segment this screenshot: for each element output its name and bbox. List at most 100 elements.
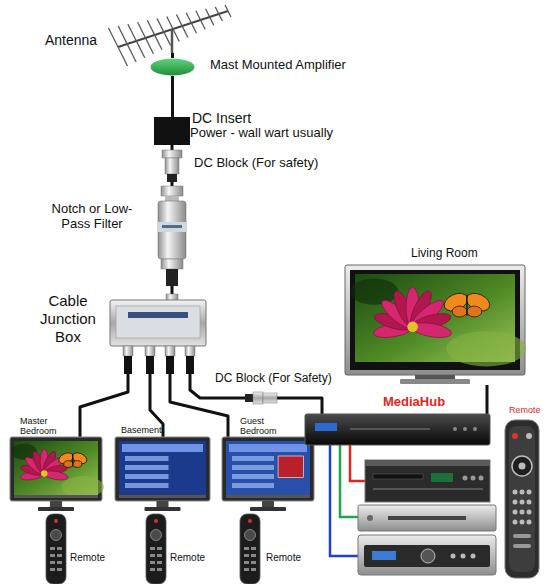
tv-illustration xyxy=(411,320,453,340)
dvd-player xyxy=(365,460,490,502)
tv-illustration xyxy=(125,465,169,470)
remote-control xyxy=(513,500,518,505)
media-hub-illustration xyxy=(315,423,337,431)
antenna-illustration xyxy=(186,13,196,34)
antenna-illustration xyxy=(112,5,232,53)
tv-illustration xyxy=(11,441,103,498)
node-label: DC Insert xyxy=(192,110,251,126)
set-top-box xyxy=(461,554,466,559)
dvd-player xyxy=(479,476,484,481)
remote-control xyxy=(520,500,525,505)
tv-illustration xyxy=(350,278,398,304)
remote-control xyxy=(527,500,532,505)
splitter-illustration xyxy=(108,294,208,374)
antenna-illustration xyxy=(225,5,231,17)
remote-control xyxy=(520,510,525,515)
tv-illustration xyxy=(226,441,310,495)
av-wires xyxy=(350,445,365,481)
filter-illustration xyxy=(161,259,183,269)
remote-control xyxy=(505,420,539,578)
antenna-illustration xyxy=(196,11,205,30)
filter-illustration xyxy=(165,196,179,201)
antenna-illustration xyxy=(128,24,145,58)
splitter-illustration xyxy=(166,356,174,374)
node-label: DC Block (For Safety) xyxy=(215,372,332,386)
remote-control xyxy=(509,426,535,572)
tv-illustration xyxy=(125,456,169,461)
dc-block-fitting: DC Block (For Safety) xyxy=(245,392,277,404)
tv-illustration xyxy=(452,306,467,317)
tv-illustration xyxy=(125,474,169,479)
splitter-illustration xyxy=(185,346,195,356)
filter-illustration xyxy=(158,201,186,259)
dvd-player xyxy=(365,460,490,502)
amplifier-node: Mast Mounted Amplifier xyxy=(150,58,195,76)
dc-block-illustration xyxy=(167,174,177,182)
dvd-player xyxy=(431,473,453,482)
remote-control xyxy=(513,520,518,525)
coax-cable xyxy=(171,182,174,186)
node-label: Guest Bedroom xyxy=(240,417,284,436)
tv-illustration xyxy=(10,437,102,512)
node-label: Basement xyxy=(121,425,162,435)
set-top-box xyxy=(451,554,456,559)
dvd-player xyxy=(471,476,476,481)
splitter-illustration xyxy=(124,356,132,374)
splitter-illustration xyxy=(110,300,206,346)
amplifier-illustration xyxy=(150,58,195,76)
tv-illustration xyxy=(115,437,210,501)
tv-illustration xyxy=(125,483,169,488)
set-top-box xyxy=(364,545,490,567)
remote-control xyxy=(505,420,539,578)
receiver-box xyxy=(388,516,466,520)
tv-illustration xyxy=(466,295,467,316)
remote-control xyxy=(513,510,518,515)
tv-screen: Master Bedroom xyxy=(10,437,102,512)
coax-cable xyxy=(171,286,174,294)
antenna-node: Antenna xyxy=(112,5,232,53)
dvd-player xyxy=(365,460,490,466)
tv-illustration xyxy=(64,461,73,468)
antenna-illustration xyxy=(171,29,174,53)
node-label: Master Bedroom xyxy=(20,417,62,436)
tv-illustration xyxy=(119,441,206,495)
receiver-box xyxy=(358,505,496,531)
node-label: Antenna xyxy=(45,32,97,48)
node-label: DC Block (For safety) xyxy=(194,156,318,171)
tv-illustration xyxy=(222,437,314,501)
dc-block-illustration xyxy=(162,150,182,158)
tv-illustration xyxy=(350,274,526,366)
media-hub-illustration xyxy=(305,414,490,445)
tv-illustration xyxy=(115,437,210,512)
set-top-box xyxy=(471,554,476,559)
remote-control xyxy=(512,433,518,439)
remote-control xyxy=(512,456,532,476)
set-top-box xyxy=(372,551,396,560)
dc-block-illustration xyxy=(245,394,253,402)
media-hub-illustration xyxy=(305,414,490,445)
coax-cable xyxy=(171,53,174,58)
dvd-player xyxy=(463,476,468,481)
tv-illustration xyxy=(232,465,274,470)
splitter-illustration xyxy=(186,356,194,374)
tv-illustration xyxy=(157,501,169,507)
tv-illustration xyxy=(278,456,303,478)
remote-control xyxy=(146,514,166,584)
remote-control xyxy=(519,463,526,470)
tv-illustration xyxy=(229,444,307,452)
device-label: Remote xyxy=(70,552,105,564)
remote-control xyxy=(527,490,532,495)
tv-illustration xyxy=(467,306,482,317)
tv-illustration xyxy=(226,495,310,498)
tv-illustration xyxy=(400,379,470,384)
tv-illustration xyxy=(262,501,274,507)
remote-control xyxy=(46,514,260,584)
filter-illustration xyxy=(158,222,186,232)
media-hub-box: MediaHub xyxy=(305,414,490,445)
receiver-box xyxy=(358,505,496,531)
tv-illustration xyxy=(222,437,314,512)
splitter-illustration xyxy=(145,346,155,356)
tv-illustration xyxy=(226,441,310,495)
tv-illustration xyxy=(232,483,274,488)
